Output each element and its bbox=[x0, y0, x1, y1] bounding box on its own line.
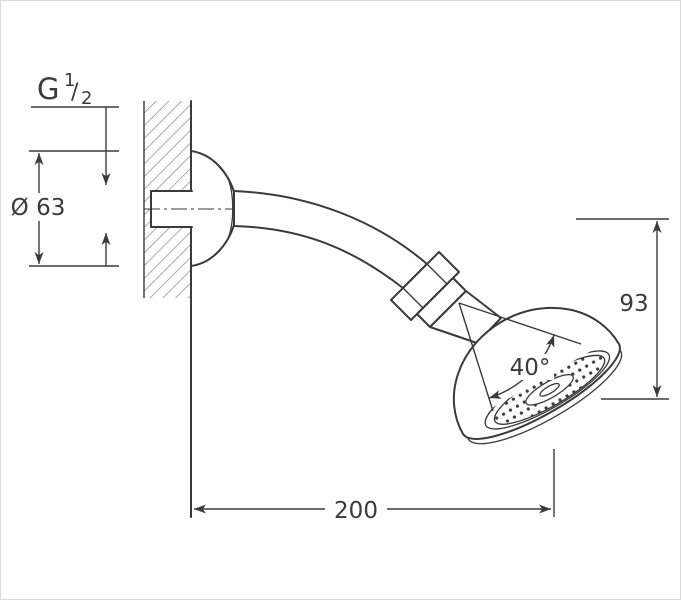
mount-flange bbox=[144, 150, 258, 267]
diameter-label: Ø 63 bbox=[11, 195, 66, 221]
wall-section bbox=[143, 100, 192, 518]
thread-label: G 1 / 2 bbox=[31, 70, 119, 266]
angle-leg-lower bbox=[458, 302, 494, 412]
angle-label: 40° bbox=[510, 355, 551, 381]
angle-annotation: 40° bbox=[458, 302, 582, 412]
height-label: 93 bbox=[619, 291, 648, 317]
thread-numerator: 1 bbox=[64, 70, 75, 91]
dimension-height: 93 bbox=[576, 218, 669, 400]
arm-outline bbox=[233, 190, 428, 289]
nut-facet-line-1 bbox=[426, 263, 448, 285]
length-label: 200 bbox=[334, 498, 378, 524]
nut-facet-line-2 bbox=[402, 287, 424, 309]
height-label-bg bbox=[615, 289, 651, 317]
thread-denominator: 2 bbox=[81, 88, 92, 109]
dimension-length: 200 bbox=[194, 449, 555, 524]
length-label-bg bbox=[325, 493, 387, 523]
diameter-label-bg bbox=[8, 193, 68, 221]
connector-nut bbox=[390, 251, 460, 321]
angle-label-bg bbox=[506, 354, 554, 380]
thread-fraction-slash: / bbox=[71, 80, 79, 105]
dimension-diameter: Ø 63 bbox=[8, 150, 119, 267]
head-rim-thickness bbox=[467, 350, 623, 445]
thread-prefix: G bbox=[37, 72, 59, 106]
angle-leg-upper bbox=[458, 302, 582, 345]
shower-arm bbox=[233, 190, 428, 289]
